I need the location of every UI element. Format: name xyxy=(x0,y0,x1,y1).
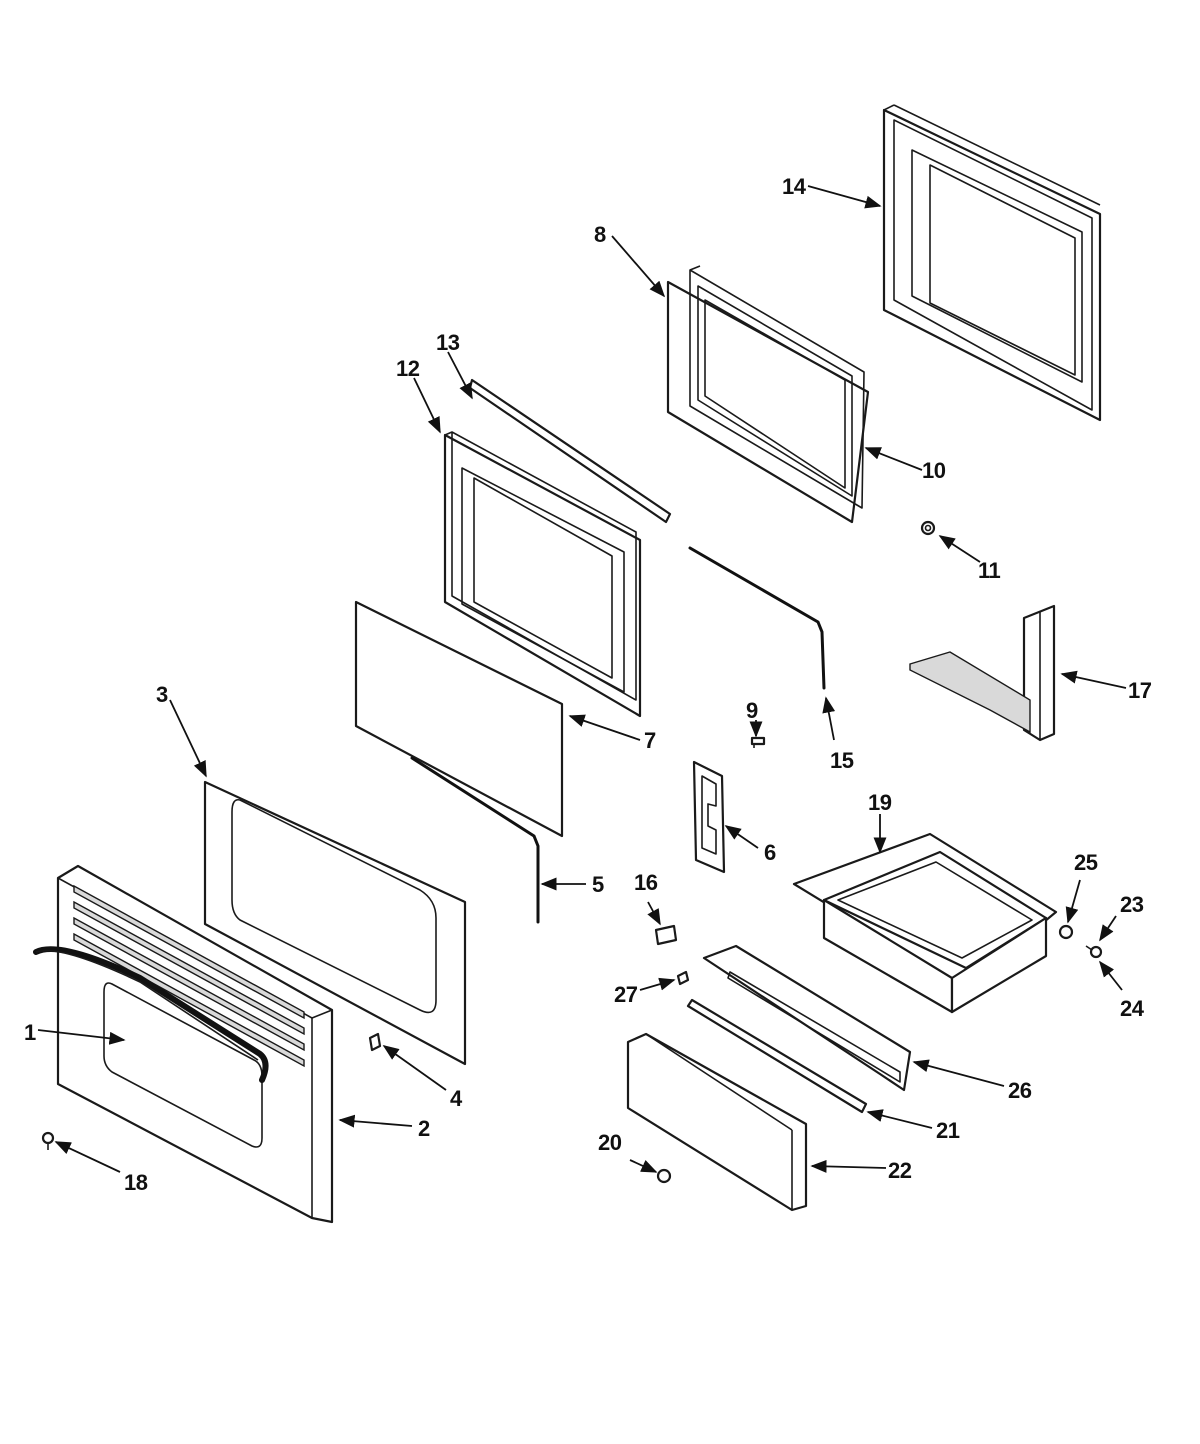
part-8-10-glass-frame[interactable] xyxy=(666,265,870,524)
part-21-strip[interactable] xyxy=(686,998,868,1114)
callout-1: 1 xyxy=(24,1020,36,1045)
callout-12: 12 xyxy=(396,356,420,381)
part-12-door-panel[interactable] xyxy=(443,431,642,718)
part-7-glass-panel[interactable] xyxy=(354,600,564,838)
callout-15: 15 xyxy=(830,748,854,773)
part-6-hinge[interactable] xyxy=(692,760,726,874)
callout-9: 9 xyxy=(746,698,758,723)
part-17-side-trim[interactable] xyxy=(909,604,1056,742)
callout-4: 4 xyxy=(450,1086,463,1111)
callout-27: 27 xyxy=(614,982,638,1007)
callout-20: 20 xyxy=(598,1130,622,1155)
part-18-screw[interactable] xyxy=(41,1131,55,1150)
callout-16: 16 xyxy=(634,870,658,895)
part-5-wire-bracket[interactable] xyxy=(410,756,540,924)
part-23-24-screw[interactable] xyxy=(1085,945,1103,959)
part-26-drawer-trim[interactable] xyxy=(702,944,912,1092)
leader-lines xyxy=(37,185,1127,1173)
callout-7: 7 xyxy=(644,728,656,753)
part-11-nut[interactable] xyxy=(920,520,936,536)
callout-24: 24 xyxy=(1120,996,1145,1021)
part-19-drawer-pan[interactable] xyxy=(792,832,1058,1014)
part-20-nut[interactable] xyxy=(656,1168,672,1184)
callout-26: 26 xyxy=(1008,1078,1032,1103)
callout-3: 3 xyxy=(156,682,168,707)
callout-labels: 14 8 13 12 10 11 17 15 9 7 6 5 3 19 25 2… xyxy=(24,174,1152,1195)
callout-21: 21 xyxy=(936,1118,960,1143)
callout-19: 19 xyxy=(868,790,892,815)
part-2-outer-door[interactable] xyxy=(56,864,334,1224)
part-15-wire-bracket[interactable] xyxy=(688,546,826,690)
callout-18: 18 xyxy=(124,1170,148,1195)
part-22-drawer-front[interactable] xyxy=(626,1032,808,1212)
callout-23: 23 xyxy=(1120,892,1144,917)
callout-14: 14 xyxy=(782,174,807,199)
part-9-screw[interactable] xyxy=(750,736,766,748)
callout-2: 2 xyxy=(418,1116,430,1141)
callout-17: 17 xyxy=(1128,678,1152,703)
callout-22: 22 xyxy=(888,1158,912,1183)
part-16-clip[interactable] xyxy=(654,924,678,946)
part-3-inner-door[interactable] xyxy=(203,780,467,1066)
part-27-screw[interactable] xyxy=(676,970,690,986)
part-1-door-handle[interactable] xyxy=(33,946,269,1083)
callout-6: 6 xyxy=(764,840,776,865)
part-4-screw[interactable] xyxy=(368,1032,382,1052)
callout-5: 5 xyxy=(592,872,604,897)
callout-25: 25 xyxy=(1074,850,1098,875)
part-14-door-liner[interactable] xyxy=(882,104,1102,422)
callout-13: 13 xyxy=(436,330,460,355)
callout-11: 11 xyxy=(978,558,1001,583)
part-25-nut[interactable] xyxy=(1058,924,1074,940)
callout-10: 10 xyxy=(922,458,946,483)
callout-8: 8 xyxy=(594,222,606,247)
